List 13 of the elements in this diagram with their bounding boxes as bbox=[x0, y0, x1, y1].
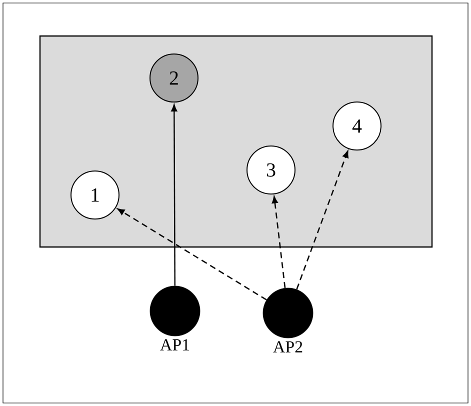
circle-node: 2 bbox=[150, 54, 198, 102]
arrow bbox=[296, 150, 348, 290]
shaded-area bbox=[39, 35, 433, 248]
circle-node: 4 bbox=[332, 102, 382, 150]
node-label: AP2 bbox=[273, 341, 302, 352]
node-label: AP1 bbox=[160, 339, 190, 350]
access-point: AP1 bbox=[150, 286, 200, 350]
circle-node: 1 bbox=[70, 170, 120, 220]
arrow bbox=[272, 196, 286, 288]
arrow bbox=[117, 208, 267, 300]
arrow bbox=[171, 104, 178, 286]
circle-node: 3 bbox=[246, 146, 296, 194]
access-point: AP2 bbox=[262, 288, 314, 352]
